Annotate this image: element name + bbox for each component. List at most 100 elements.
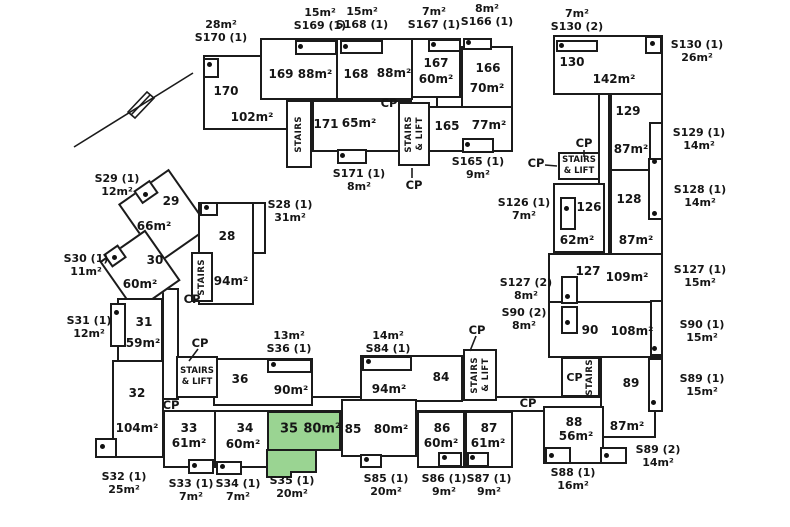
door-marker-icon [271,362,276,367]
door-marker-icon [470,455,475,460]
room-area-label: 102m² [230,110,274,124]
storage-box-s126 [560,197,576,230]
door-marker-icon [143,192,148,197]
stairs-lift-right-wing: STAIRS& LIFT [558,152,600,180]
room-area-label: 94m² [213,274,249,288]
room-area-label: 61m² [171,436,207,450]
storage-label-s30: S30 (1)11m² [63,252,109,278]
room-number-label: 84 [432,370,450,384]
room-area-label: 56m² [558,429,594,443]
room-number-label: 130 [559,55,585,69]
door-marker-icon [364,457,369,462]
room-area-label: 88m² [297,67,333,81]
door-marker-icon [559,43,564,48]
storage-label-s86: S86 (1)9m² [421,472,467,498]
room-number-label: 29 [162,194,180,208]
storage-box-s88 [545,447,571,464]
storage-label-s35: S35 (1)20m² [269,474,315,500]
stairs-lift-bottom-wing: STAIRS& LIFT [176,356,218,398]
door-marker-icon [564,206,569,211]
room-area-label: 60m² [418,72,454,86]
room-area-label: 142m² [592,72,636,86]
storage-label-s127-2: S127 (2)8m² [499,276,553,302]
door-marker-icon [298,44,303,49]
door-marker-icon [112,255,117,260]
room-number-label: 167 [423,56,449,70]
door-marker-icon [465,142,470,147]
storage-box-s169 [295,40,337,55]
storage-label-s85: S85 (1)20m² [363,472,409,498]
storage-label-s129: S129 (1)14m² [672,126,726,152]
storage-label-s126: S126 (1)7m² [497,196,551,222]
room-number-label: 89 [622,376,640,390]
cp-label: CP [575,136,593,150]
room-area-label: 80m² [303,421,341,437]
room-32[interactable] [112,360,164,458]
room-number-label: 30 [146,253,164,267]
storage-label-s171: S171 (1)8m² [332,167,386,193]
room-area-label: 87m² [609,419,645,433]
room-area-label: 60m² [225,437,261,451]
storage-s35-highlighted-ext[interactable] [290,449,317,473]
room-area-label: 60m² [122,277,158,291]
cp-label: CP [380,96,398,110]
room-34[interactable] [214,410,276,468]
room-number-label: 170 [213,84,239,98]
storage-box-s130-2 [556,40,598,52]
storage-label-s29: S29 (1)12m² [94,172,140,198]
storage-label-s89-2: S89 (2)14m² [635,443,681,469]
room-number-label: 165 [434,119,460,133]
room-number-label: 35 [279,421,299,437]
room-171[interactable] [312,100,412,152]
cp-label: CP [527,156,545,170]
storage-label-s90-2: S90 (2)8m² [501,306,547,332]
storage-box-s84 [362,356,412,371]
room-number-label: 128 [616,192,642,206]
door-marker-icon [207,62,212,67]
room-area-label: 59m² [125,336,161,350]
storage-box-s89-1 [648,358,663,412]
room-area-label: 104m² [115,421,159,435]
room-35-highlighted[interactable] [267,411,341,451]
storage-label-s87: S87 (1)9m² [466,472,512,498]
door-marker-icon [565,294,570,299]
room-number-label: 166 [475,61,501,75]
door-marker-icon [204,205,209,210]
room-area-label: 61m² [470,436,506,450]
door-marker-icon [651,400,656,405]
room-number-label: 34 [236,421,254,435]
room-166[interactable] [461,46,513,108]
room-area-label: 88m² [376,66,412,80]
stairs-lift-84: STAIRS& LIFT [463,349,497,401]
room-number-label: 36 [231,372,249,386]
door-marker-icon [650,41,655,46]
stairs-lift-top-wing: STAIRS& LIFT [398,102,430,166]
door-marker-icon [604,453,609,458]
door-marker-icon [100,444,105,449]
storage-label-s34: S34 (1)7m² [215,477,261,503]
stairs-top-wing: STAIRS [286,100,312,168]
storage-box-s170 [203,58,219,78]
door-marker-icon [565,320,570,325]
door-marker-icon [652,346,657,351]
storage-label-s88: S88 (1)16m² [550,466,596,492]
storage-box-s168 [340,40,383,54]
door-marker-icon [431,42,436,47]
room-area-label: 60m² [423,436,459,450]
door-marker-icon [343,44,348,49]
room-number-label: 129 [615,104,641,118]
room-area-label: 62m² [559,233,595,247]
room-number-label: 127 [575,264,601,278]
storage-label-s32: S32 (1)25m² [101,470,147,496]
storage-label-s33: S33 (1)7m² [168,477,214,503]
door-marker-icon [652,211,657,216]
room-area-label: 94m² [371,382,407,396]
storage-label-s28: S28 (1)31m² [267,198,313,224]
